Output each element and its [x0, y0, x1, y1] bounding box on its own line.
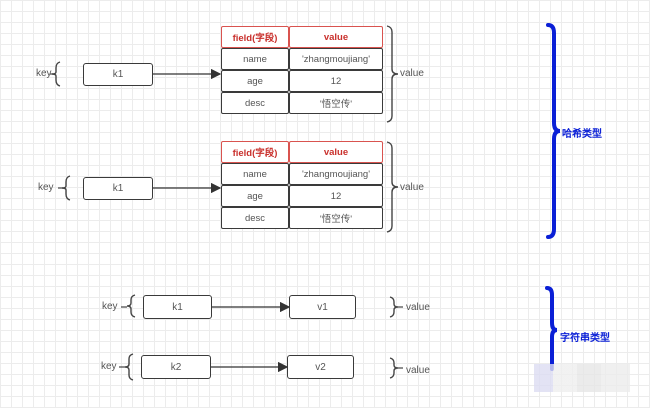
table-header-row: field(字段) value [221, 141, 383, 163]
field-cell: name [221, 163, 289, 185]
value-box: v2 [287, 355, 354, 379]
key-label: key [36, 68, 52, 79]
table-row: desc '悟空传' [221, 207, 383, 229]
header-field: field(字段) [221, 26, 289, 48]
string-category-label: 字符串类型 [560, 333, 610, 344]
value-brace-2 [386, 141, 399, 233]
table-row: name 'zhangmoujiang' [221, 163, 383, 185]
value-label: value [400, 182, 424, 193]
value-cell: '悟空传' [289, 92, 383, 114]
field-cell: age [221, 70, 289, 92]
string-category-brace [545, 286, 558, 371]
key-label: key [101, 361, 117, 372]
value-cell: 12 [289, 185, 383, 207]
key-brace-3 [126, 294, 136, 318]
table-row: age 12 [221, 70, 383, 92]
field-cell: desc [221, 207, 289, 229]
value-brace-3 [389, 296, 399, 318]
table-row: age 12 [221, 185, 383, 207]
field-cell: age [221, 185, 289, 207]
field-cell: desc [221, 92, 289, 114]
key-brace-4 [124, 353, 134, 381]
table-header-row: field(字段) value [221, 26, 383, 48]
hash-table: field(字段) value name 'zhangmoujiang' age… [221, 141, 383, 229]
key-box: k2 [141, 355, 211, 379]
value-label: value [406, 302, 430, 313]
key-label: key [38, 182, 54, 193]
value-label: value [400, 68, 424, 79]
hash-table: field(字段) value name 'zhangmoujiang' age… [221, 26, 383, 114]
value-cell: '悟空传' [289, 207, 383, 229]
value-cell: 'zhangmoujiang' [289, 48, 383, 70]
key-box: k1 [83, 63, 153, 86]
table-row: name 'zhangmoujiang' [221, 48, 383, 70]
header-field: field(字段) [221, 141, 289, 163]
table-row: desc '悟空传' [221, 92, 383, 114]
value-label: value [406, 365, 430, 376]
key-label: key [102, 301, 118, 312]
value-brace-1 [386, 25, 399, 123]
header-value: value [289, 26, 383, 48]
key-box: k1 [143, 295, 212, 319]
field-cell: name [221, 48, 289, 70]
blurred-watermark [534, 364, 630, 392]
value-box: v1 [289, 295, 356, 319]
hash-category-brace [546, 23, 561, 239]
value-cell: 'zhangmoujiang' [289, 163, 383, 185]
header-value: value [289, 141, 383, 163]
value-brace-4 [389, 357, 399, 379]
hash-category-label: 哈希类型 [562, 129, 602, 140]
key-box: k1 [83, 177, 153, 200]
value-cell: 12 [289, 70, 383, 92]
